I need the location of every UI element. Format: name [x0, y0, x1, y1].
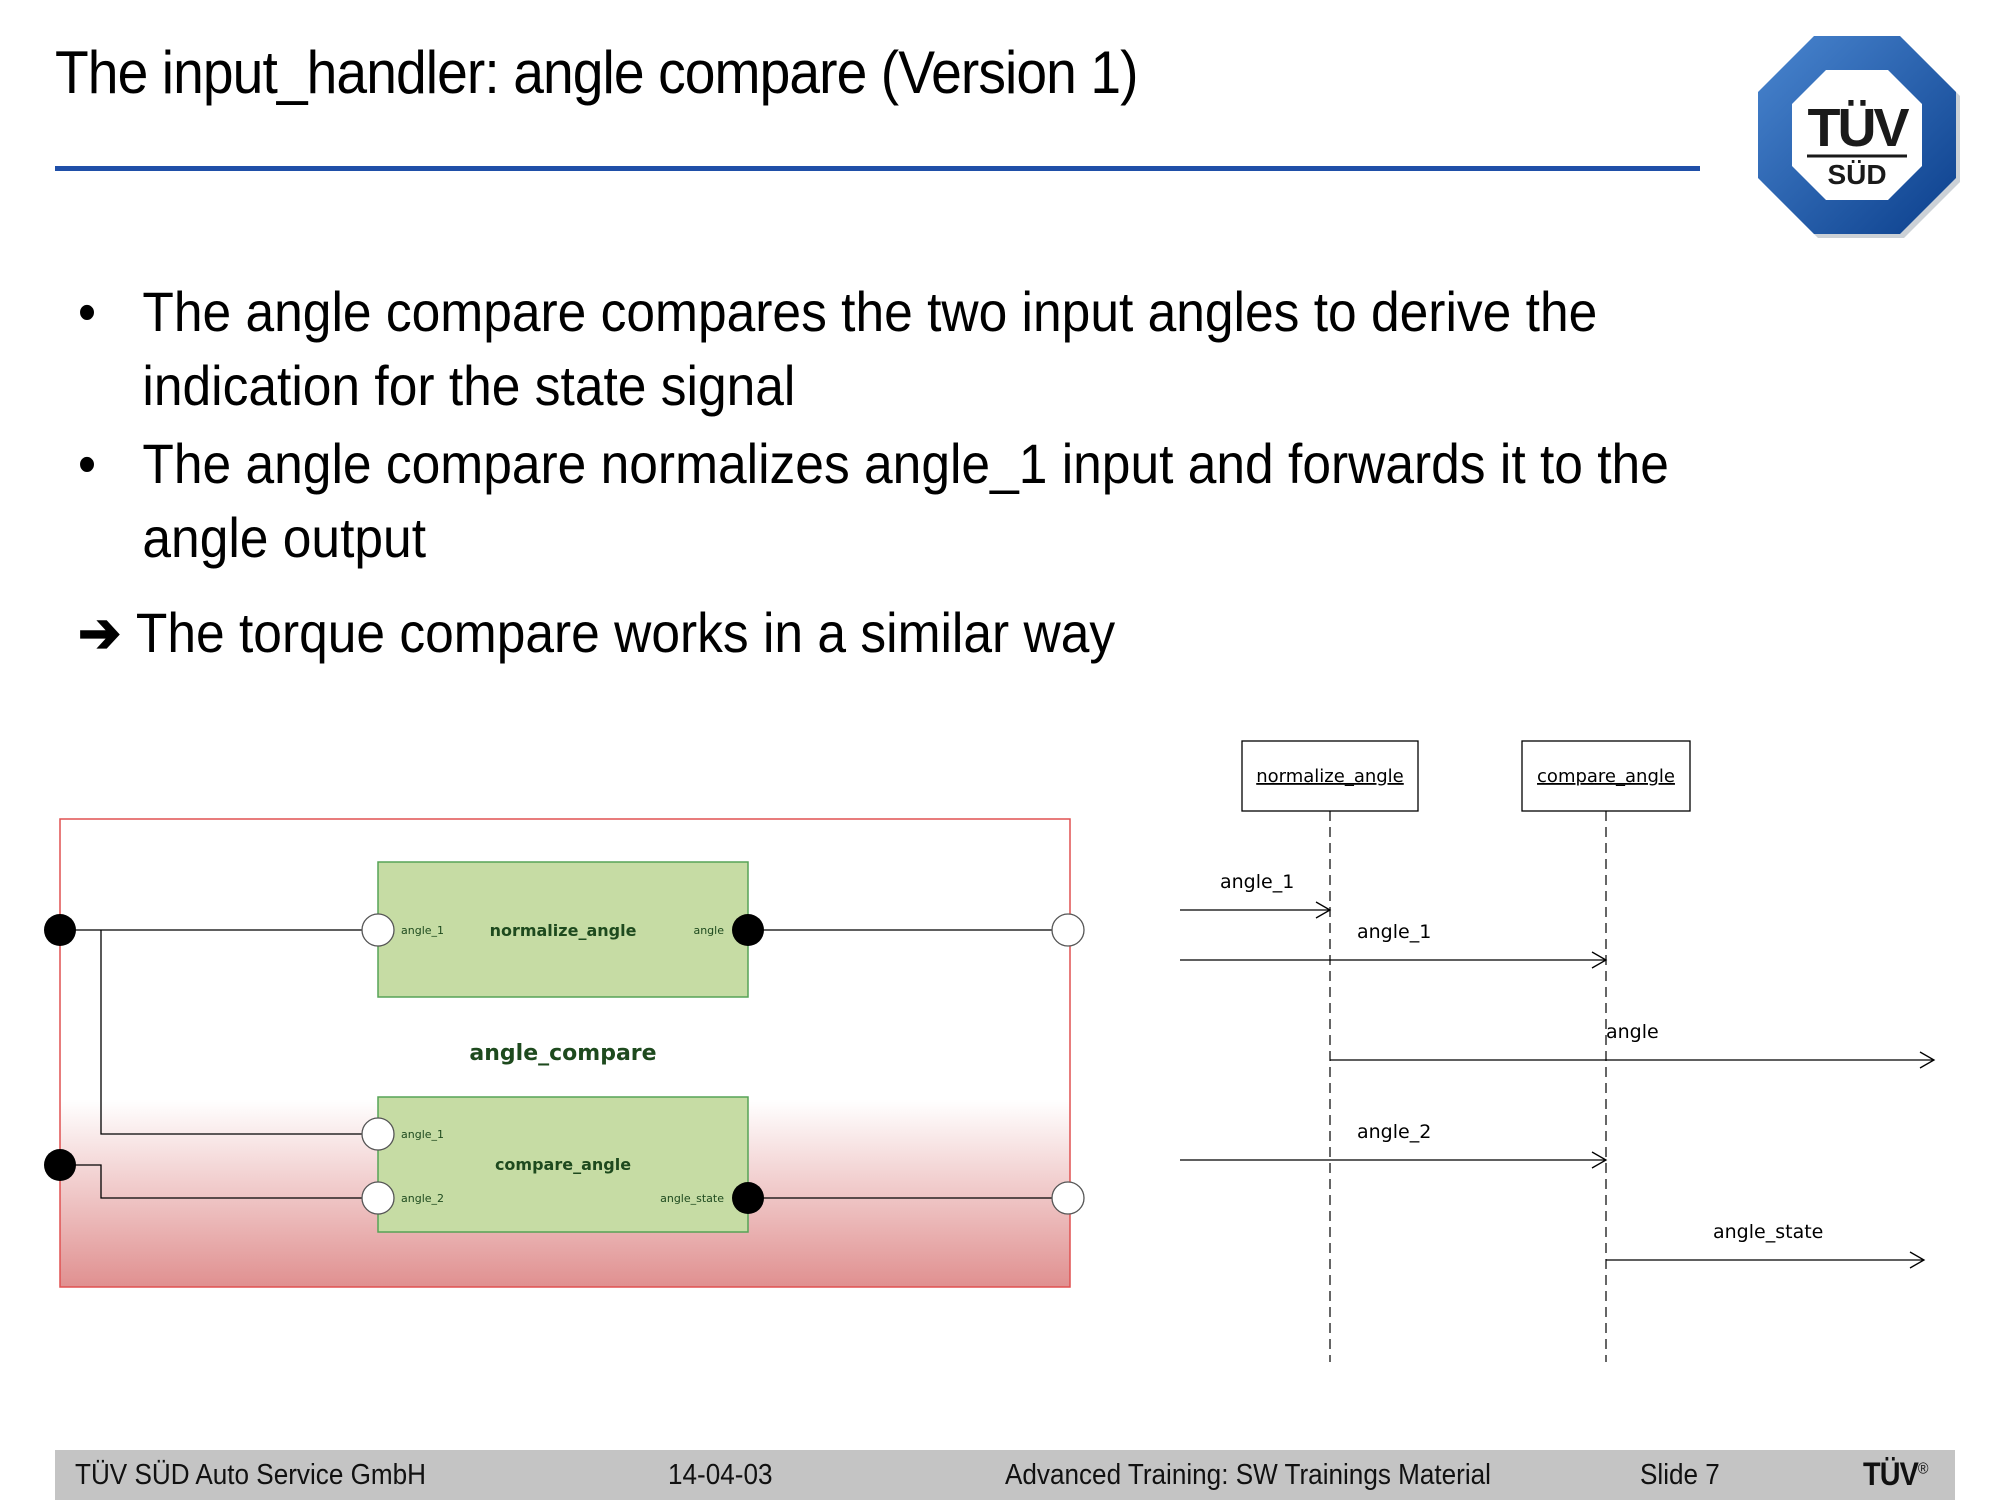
lifeline-label-compare: compare_angle — [1537, 766, 1675, 787]
footer-bar: TÜV SÜD Auto Service GmbH 14-04-03 Advan… — [55, 1450, 1955, 1500]
bullet-item: The angle compare normalizes angle_1 inp… — [78, 427, 1808, 575]
outer-input-port-2 — [44, 1149, 76, 1181]
compare-in-port-1 — [361, 1117, 395, 1151]
title-underline — [55, 166, 1700, 171]
message-label-5: angle_state — [1713, 1221, 1823, 1243]
footer-topic: Advanced Training: SW Trainings Material — [1005, 1459, 1491, 1491]
bullet-item: The angle compare compares the two input… — [78, 275, 1808, 423]
compare-in-port-2-label: angle_2 — [401, 1192, 444, 1205]
compare-in-port-1-label: angle_1 — [401, 1128, 444, 1141]
outer-output-port-1 — [1051, 913, 1085, 947]
footer-logo: TÜV® — [1863, 1456, 1929, 1493]
normalize-angle-label: normalize_angle — [490, 921, 637, 940]
lifeline-label-normalize: normalize_angle — [1256, 766, 1404, 787]
message-label-1: angle_1 — [1220, 871, 1294, 893]
logo-text-line2: SÜD — [1827, 159, 1886, 190]
sequence-diagram: normalize_angle compare_angle angle_1 an… — [1180, 740, 1936, 1362]
normalize-in-port-label: angle_1 — [401, 924, 444, 937]
conclusion-text: The torque compare works in a similar wa… — [135, 601, 1116, 664]
footer-slide-number: Slide 7 — [1640, 1459, 1720, 1491]
tuv-sud-logo: TÜV SÜD — [1758, 36, 1960, 238]
normalize-angle-block: normalize_angle angle_1 angle — [377, 861, 749, 998]
container-label: angle_compare — [469, 1041, 656, 1066]
outer-input-port-1 — [44, 914, 76, 946]
message-label-2: angle_1 — [1357, 921, 1431, 943]
compare-angle-block: compare_angle angle_1 angle_2 angle_stat… — [377, 1096, 749, 1233]
compare-out-port-label: angle_state — [660, 1192, 724, 1205]
registered-mark: ® — [1917, 1460, 1929, 1478]
right-arrow-icon: ➔ — [78, 601, 122, 664]
footer-company: TÜV SÜD Auto Service GmbH — [75, 1459, 426, 1491]
message-label-3: angle — [1606, 1021, 1659, 1043]
compare-out-port — [732, 1182, 764, 1214]
normalize-in-port — [361, 913, 395, 947]
block-diagram: angle_compare normalize_angle angle_1 an… — [44, 818, 1085, 1288]
outer-output-port-2 — [1051, 1181, 1085, 1215]
compare-in-port-2 — [361, 1181, 395, 1215]
lifeline-box-normalize — [1241, 740, 1419, 812]
logo-text-line1: TÜV — [1808, 98, 1910, 158]
footer-date: 14-04-03 — [668, 1459, 773, 1491]
diagram-area: angle_compare normalize_angle angle_1 an… — [44, 740, 1936, 1362]
normalize-out-port — [732, 914, 764, 946]
footer-brand: TÜV — [1863, 1456, 1919, 1492]
bullet-list: The angle compare compares the two input… — [78, 275, 1808, 579]
message-label-4: angle_2 — [1357, 1121, 1431, 1143]
slide-title: The input_handler: angle compare (Versio… — [55, 39, 1139, 106]
wires — [60, 929, 1068, 1199]
lifeline-box-compare — [1521, 740, 1691, 812]
normalize-out-port-label: angle — [693, 924, 724, 937]
compare-angle-label: compare_angle — [495, 1155, 631, 1174]
conclusion-line: ➔The torque compare works in a similar w… — [78, 598, 1115, 668]
